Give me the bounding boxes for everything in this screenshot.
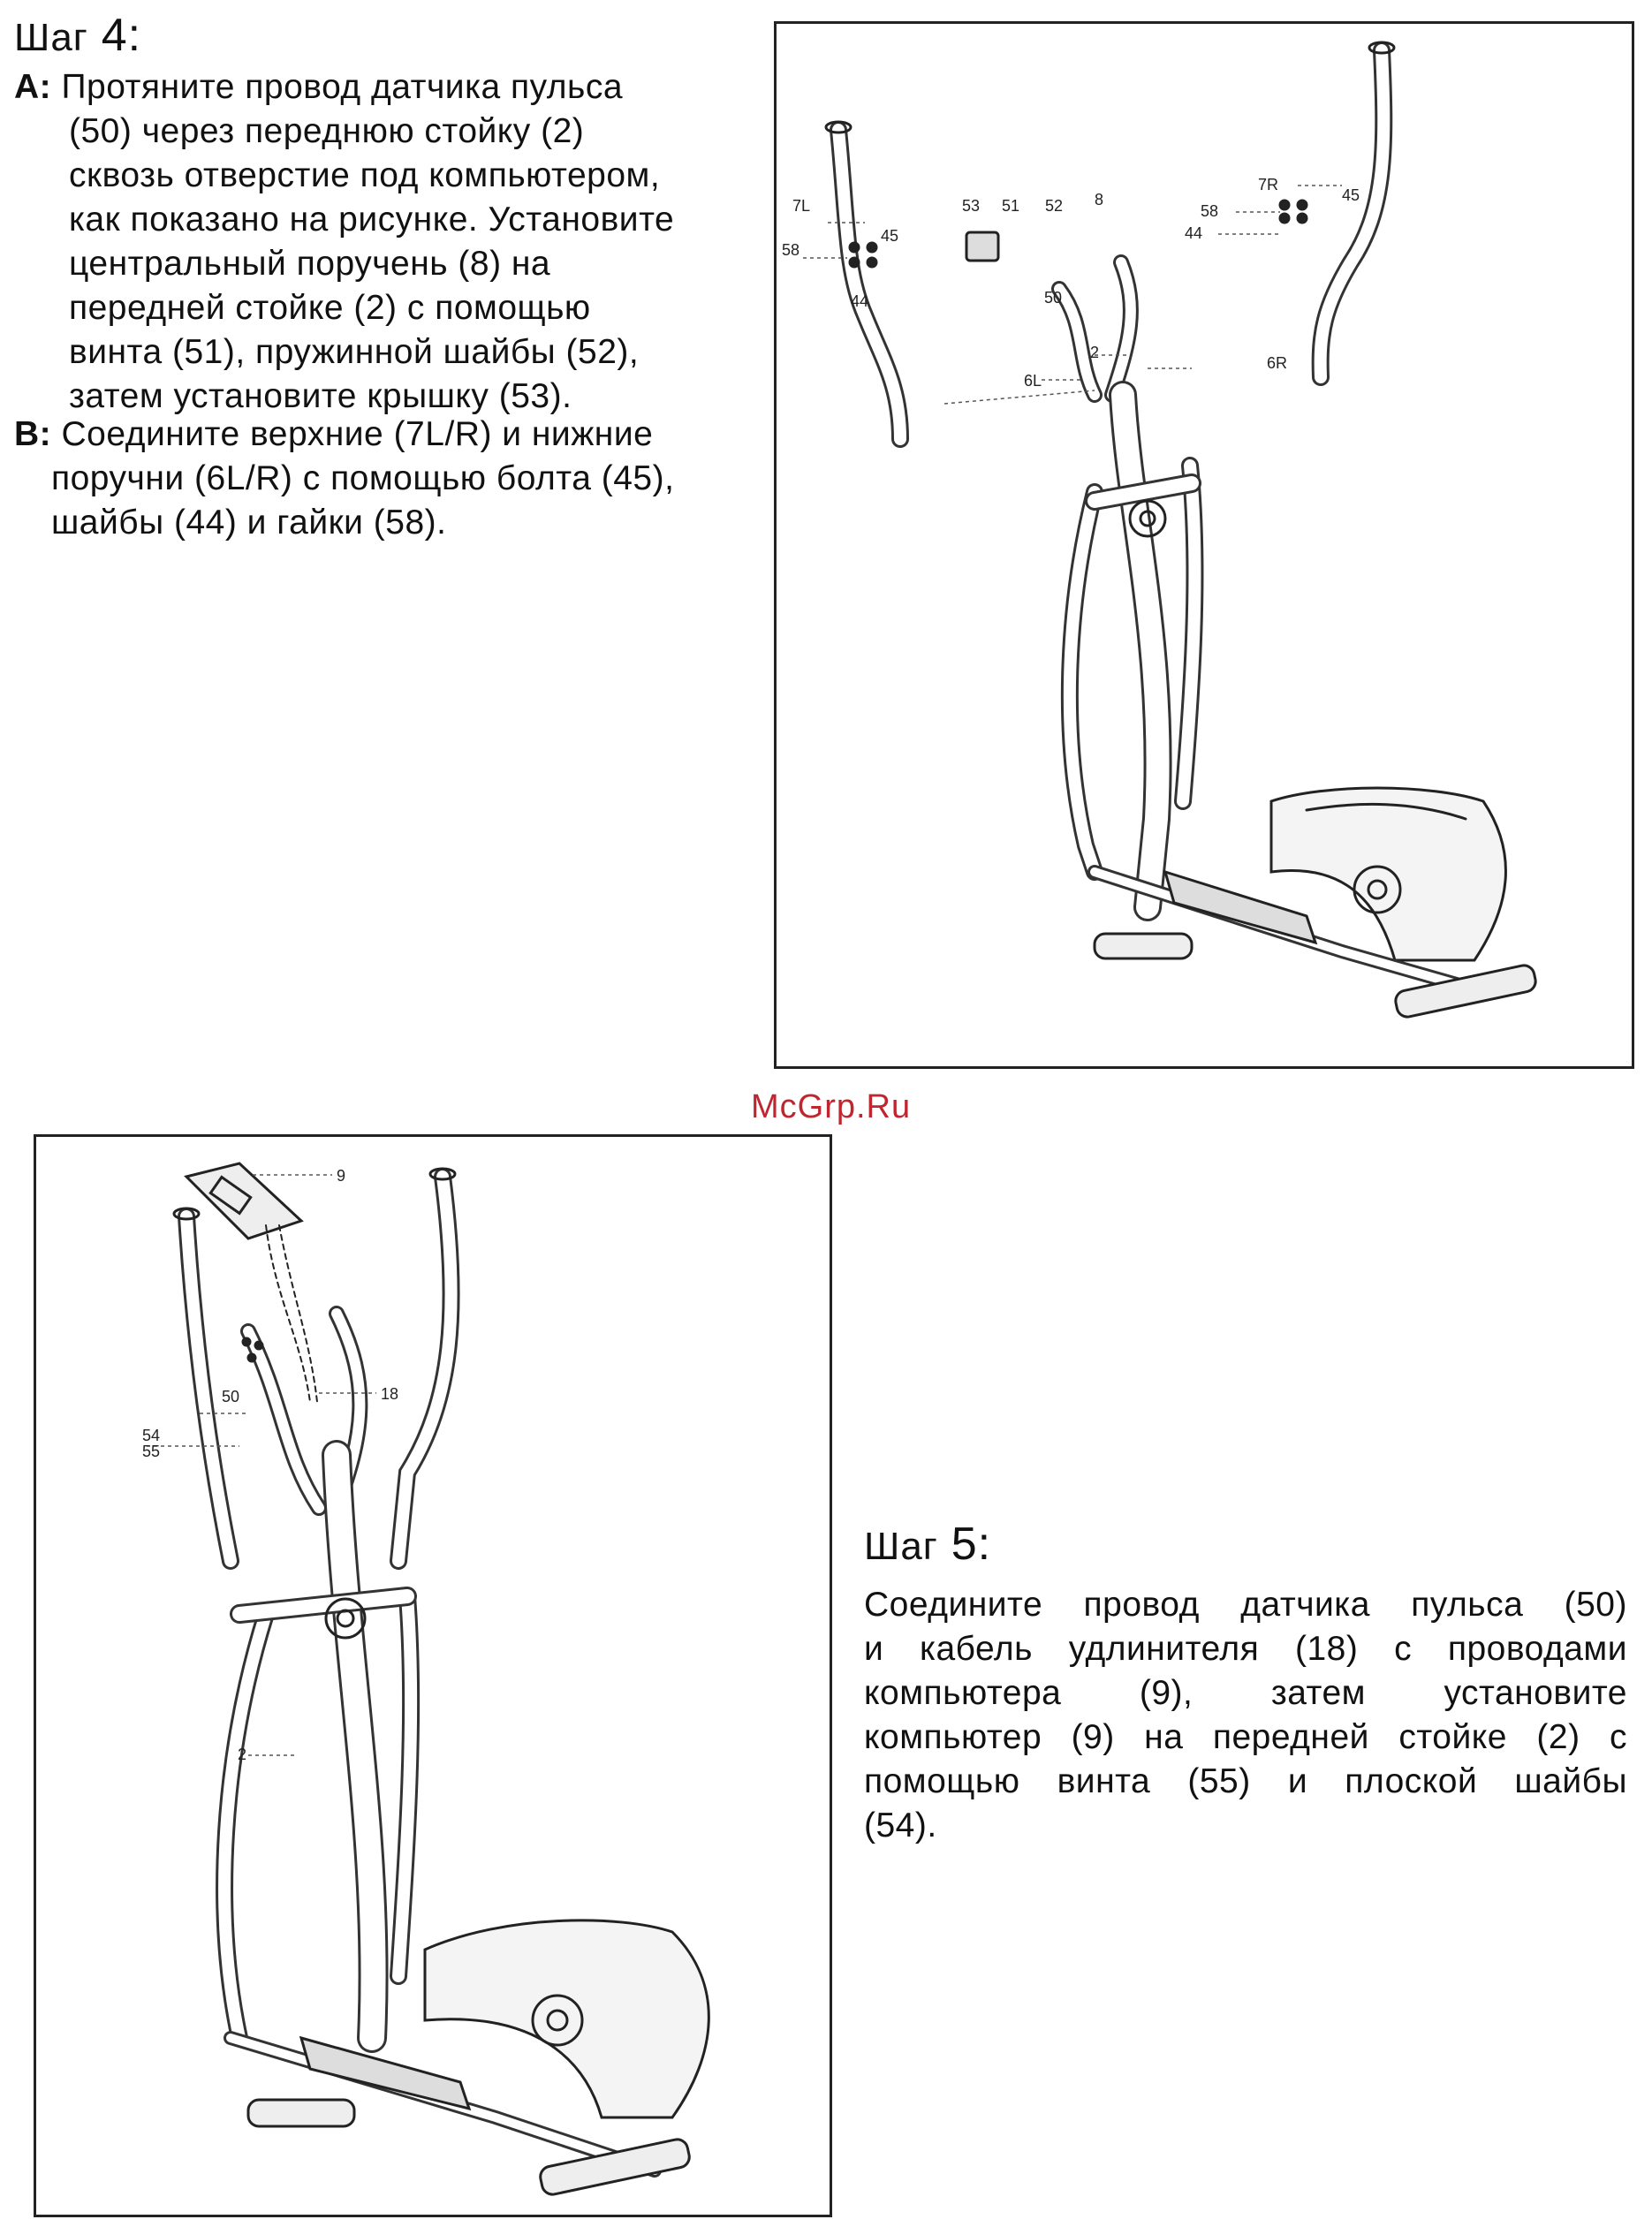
step5-diagram-frame: 9 50 18 54 55 2 — [34, 1134, 832, 2217]
callout-45: 45 — [881, 227, 898, 245]
callout-58: 58 — [782, 241, 799, 259]
callout-7L: 7L — [792, 197, 810, 215]
step5-instructions: Соедините провод датчика пульса (50) и к… — [864, 1583, 1627, 1848]
step4-a-line: сквозь отверстие под компьютером, — [69, 156, 661, 194]
callout-6L: 6L — [1024, 372, 1042, 390]
step4-a-line: центральный поручень (8) на — [69, 245, 551, 283]
callout-55: 55 — [142, 1443, 160, 1460]
callout-44: 44 — [851, 292, 868, 310]
step5-title-number: 5: — [951, 1519, 992, 1570]
step5-line: и кабель удлинителя (18) с проводами — [864, 1630, 1627, 1668]
callout-45: 45 — [1342, 186, 1360, 204]
step4-b-line: поручни (6L/R) с помощью болта (45), — [51, 459, 675, 497]
callout-50: 50 — [1044, 289, 1062, 307]
step5-line: Соедините провод датчика пульса (50) — [864, 1586, 1627, 1624]
step5-line: компьютера (9), затем установите — [864, 1674, 1627, 1712]
step4-elliptical-diagram: 7L 45 58 44 53 51 52 8 50 7R 45 58 44 2 … — [782, 41, 1537, 1019]
callout-8: 8 — [1095, 191, 1103, 208]
step4-a-line: как показано на рисунке. Установите — [69, 201, 675, 239]
step4-title-word: Шаг — [14, 16, 88, 59]
callout-53: 53 — [962, 197, 980, 215]
callout-2: 2 — [238, 1746, 246, 1763]
step5-line: помощью винта (55) и плоской шайбы — [864, 1762, 1627, 1800]
step5-title-word: Шаг — [864, 1525, 938, 1568]
callout-58: 58 — [1201, 202, 1218, 220]
step4-diagram-frame: 7L 45 58 44 53 51 52 8 50 7R 45 58 44 2 … — [774, 21, 1634, 1069]
callout-52: 52 — [1045, 197, 1063, 215]
callout-44: 44 — [1185, 224, 1202, 242]
step5-elliptical-diagram: 9 50 18 54 55 2 — [142, 1162, 710, 2196]
step4-a-line: передней стойке (2) с помощью — [69, 289, 591, 327]
step4-a-line: винта (51), пружинной шайбы (52), — [69, 333, 640, 371]
callout-7R: 7R — [1258, 176, 1278, 193]
callout-51: 51 — [1002, 197, 1019, 215]
step4-b-line: шайбы (44) и гайки (58). — [51, 504, 447, 542]
step4-a-line: (50) через переднюю стойку (2) — [69, 112, 585, 150]
step4-part-b: В: Соедините верхние (7L/R) и нижние пор… — [14, 413, 756, 545]
step4-a-line: Протяните провод датчика пульса — [61, 68, 624, 106]
step4-b-label: В: — [14, 415, 52, 453]
step5-line: (54). — [864, 1807, 937, 1844]
watermark: McGrp.Ru — [751, 1088, 912, 1125]
step4-part-a: А: Протяните провод датчика пульса (50) … — [14, 65, 756, 419]
step4-a-label: А: — [14, 68, 52, 106]
step5-line: компьютер (9) на передней стойке (2) с — [864, 1718, 1627, 1756]
step4-b-line: Соедините верхние (7L/R) и нижние — [61, 415, 654, 453]
callout-50: 50 — [222, 1388, 239, 1405]
step4-title-number: 4: — [101, 10, 142, 61]
callout-9: 9 — [337, 1167, 345, 1185]
step4-a-line: затем установите крышку (53). — [69, 377, 572, 415]
callout-18: 18 — [381, 1385, 398, 1403]
callout-2: 2 — [1090, 344, 1099, 361]
step4-title: Шаг 4: — [14, 12, 141, 58]
step5-title: Шаг 5: — [864, 1521, 991, 1567]
callout-54: 54 — [142, 1427, 160, 1444]
callout-6R: 6R — [1267, 354, 1287, 372]
